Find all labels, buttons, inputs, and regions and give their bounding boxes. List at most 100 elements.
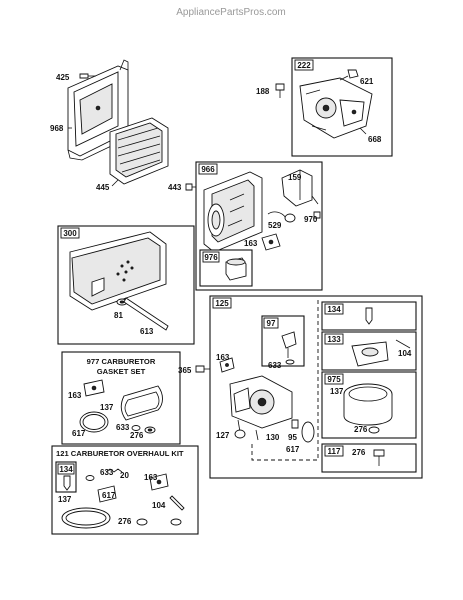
part-label-613: 613 [140, 327, 154, 336]
part-label-20: 20 [120, 471, 129, 480]
governor-part-222[interactable] [299, 77, 373, 139]
panel-222: 222 621 668 [291, 57, 393, 157]
box-label-97: 97 [267, 319, 276, 328]
seal-617-c[interactable] [97, 485, 117, 503]
ring-617-a[interactable] [79, 411, 109, 433]
pin-104-b[interactable] [169, 495, 185, 511]
watermark-text: AppliancePartsPros.com [176, 7, 286, 18]
part-label-163a: 163 [244, 239, 258, 248]
spring-20[interactable] [105, 468, 123, 473]
part-label-617b: 617 [286, 445, 300, 454]
part-label-127: 127 [216, 431, 230, 440]
box-label-133: 133 [327, 335, 341, 344]
washer-633-c[interactable] [85, 475, 95, 481]
box-label-976: 976 [204, 253, 218, 262]
screw-443[interactable] [185, 183, 198, 191]
washer-276-d[interactable] [136, 518, 148, 526]
part-label-276c: 276 [352, 448, 366, 457]
washer-633-a[interactable] [131, 425, 141, 431]
needle-134-b[interactable] [63, 475, 71, 491]
ring-137-a[interactable] [120, 385, 163, 421]
gasket-set-title-1: 977 CARBURETOR [87, 357, 156, 366]
gasket-163-a[interactable] [83, 379, 105, 397]
float-133[interactable] [351, 341, 389, 367]
part-label-137b: 137 [330, 387, 344, 396]
panel-125: 125 97 633 [209, 295, 423, 479]
part-label-159: 159 [288, 173, 302, 182]
box-label-966: 966 [201, 165, 215, 174]
part-label-137a: 137 [100, 403, 114, 412]
box-label-117: 117 [328, 447, 341, 456]
screw-365[interactable] [195, 365, 210, 373]
part-label-365: 365 [178, 366, 192, 375]
gasket-163-d[interactable] [149, 473, 169, 491]
box-label-125: 125 [215, 299, 229, 308]
part-label-104a: 104 [398, 349, 412, 358]
bolt-117[interactable] [373, 449, 385, 466]
bracket-159[interactable] [281, 169, 319, 207]
filter-976[interactable] [225, 257, 247, 281]
part-label-104b: 104 [152, 501, 166, 510]
panel-977-gasket-set: 977 CARBURETOR GASKET SET 163 137 617 63… [61, 351, 181, 445]
box-label-134b: 134 [59, 465, 73, 474]
box-label-975: 975 [327, 375, 341, 384]
part-label-95: 95 [288, 433, 297, 442]
part-label-163c: 163 [216, 353, 230, 362]
part-label-81: 81 [114, 311, 123, 320]
part-label-970: 970 [304, 215, 318, 224]
blower-housing-966[interactable] [203, 171, 263, 253]
needle-134-a[interactable] [365, 307, 373, 325]
overhaul-kit-title: 121 CARBURETOR OVERHAUL KIT [56, 449, 184, 458]
panel-121-overhaul-kit: 121 CARBURETOR OVERHAUL KIT 134 [51, 445, 199, 535]
box-label-222: 222 [297, 61, 311, 70]
part-label-276b: 276 [354, 425, 368, 434]
part-label-425: 425 [56, 73, 70, 82]
part-label-617c: 617 [102, 491, 116, 500]
part-label-445: 445 [96, 183, 110, 192]
link-529[interactable] [267, 211, 296, 223]
fitting-163-c[interactable] [219, 357, 235, 373]
screw-425[interactable] [79, 73, 96, 79]
panel-300: 300 81 613 [57, 225, 195, 345]
part-label-968: 968 [50, 124, 64, 133]
pin-104-a[interactable] [395, 339, 411, 349]
gasket-set-title-2: GASKET SET [97, 367, 146, 376]
part-label-276a: 276 [130, 431, 144, 440]
cap-unlabeled[interactable] [170, 518, 182, 526]
part-label-633c: 633 [100, 468, 114, 477]
valve-97[interactable] [281, 331, 297, 358]
air-filter-445[interactable] [109, 117, 169, 185]
part-label-633b: 633 [268, 361, 282, 370]
panel-966: 966 159 529 970 163 976 [195, 161, 323, 291]
box-label-134a: 134 [327, 305, 341, 314]
washer-633-b[interactable] [285, 359, 295, 365]
part-label-163b: 163 [68, 391, 82, 400]
plug-127[interactable] [234, 429, 246, 439]
part-label-188: 188 [256, 87, 270, 96]
part-label-443: 443 [168, 183, 182, 192]
part-label-633a: 633 [116, 423, 130, 432]
washer-276-b[interactable] [368, 426, 380, 434]
carburetor-125[interactable] [229, 375, 293, 441]
box-label-300: 300 [63, 229, 77, 238]
air-cleaner-base-968[interactable] [67, 59, 129, 161]
muffler-300[interactable] [69, 231, 167, 311]
bolt-613[interactable] [123, 297, 169, 331]
part-label-529: 529 [268, 221, 282, 230]
screw-970[interactable] [313, 211, 321, 219]
part-label-163d: 163 [144, 473, 158, 482]
part-label-276d: 276 [118, 517, 132, 526]
part-label-668: 668 [368, 135, 382, 144]
screw-95[interactable] [291, 419, 299, 429]
part-label-617a: 617 [72, 429, 86, 438]
screw-188[interactable] [275, 83, 285, 98]
fitting-163-top[interactable] [261, 233, 281, 251]
ring-617-b[interactable] [301, 421, 315, 443]
washer-276-a[interactable] [144, 426, 156, 434]
part-label-137c: 137 [58, 495, 72, 504]
part-label-130: 130 [266, 433, 280, 442]
bowl-975[interactable] [343, 383, 393, 426]
part-label-621: 621 [360, 77, 374, 86]
ring-137-c[interactable] [61, 507, 111, 529]
